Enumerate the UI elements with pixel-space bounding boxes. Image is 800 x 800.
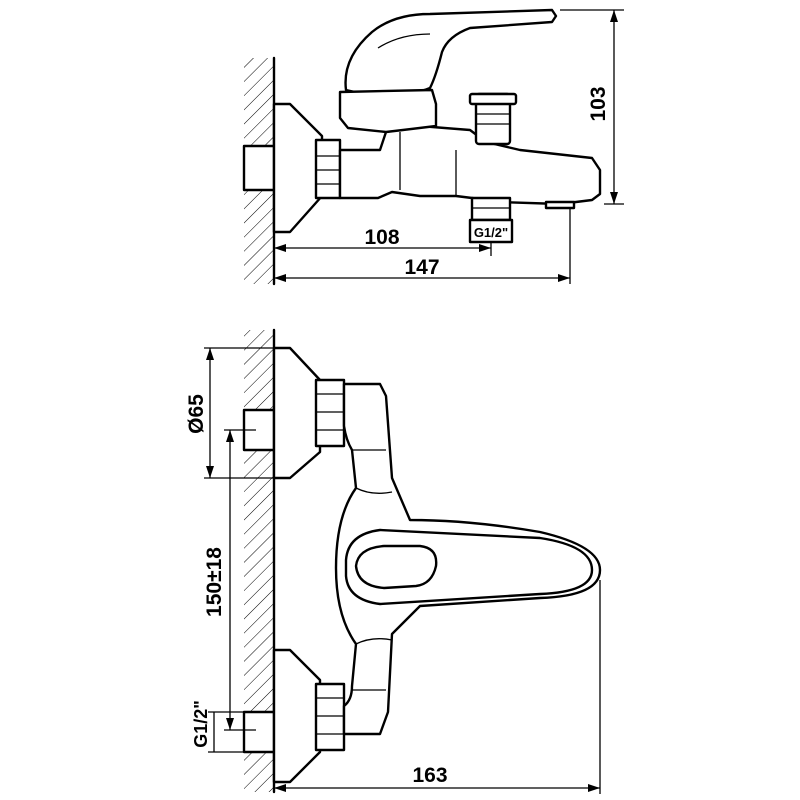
front-view-lower-flange bbox=[272, 648, 322, 784]
front-view: Ø65 150±18 G1/2" 163 bbox=[185, 328, 602, 794]
svg-text:147: 147 bbox=[404, 256, 439, 279]
front-view-upper-flange bbox=[272, 346, 322, 480]
front-view-upper-hex-nut bbox=[314, 378, 346, 448]
svg-text:Ø65: Ø65 bbox=[185, 394, 208, 434]
side-view-hex-nut bbox=[314, 138, 342, 200]
svg-text:163: 163 bbox=[412, 764, 447, 787]
dim-depth-108: 108 bbox=[274, 226, 492, 256]
front-view-lower-inlet-stub bbox=[242, 710, 276, 754]
dim-inlet-thread: G1/2" bbox=[191, 700, 244, 753]
dim-height-103: 103 bbox=[560, 9, 624, 205]
svg-text:108: 108 bbox=[364, 226, 399, 249]
dim-projection: 163 bbox=[274, 580, 601, 794]
side-view-spout-tip bbox=[544, 200, 576, 210]
svg-text:150±18: 150±18 bbox=[203, 547, 226, 617]
dim-center-distance: 150±18 bbox=[203, 429, 256, 731]
side-view-lever-handle bbox=[344, 8, 558, 96]
side-view-body bbox=[338, 124, 602, 206]
side-view-diverter-knob bbox=[468, 92, 518, 146]
side-view-cartridge bbox=[338, 88, 438, 134]
side-view: G1/2" 103 108 147 bbox=[242, 8, 624, 286]
dim-flange-diameter: Ø65 bbox=[185, 347, 290, 479]
front-view-lower-hex-nut bbox=[314, 682, 346, 752]
front-view-lever-slot bbox=[354, 544, 438, 590]
side-view-inlet-stub bbox=[242, 144, 276, 192]
svg-text:103: 103 bbox=[587, 86, 610, 121]
svg-text:G1/2": G1/2" bbox=[191, 700, 211, 748]
dim-depth-147: 147 bbox=[274, 208, 571, 284]
side-view-outlet-thread-label: G1/2" bbox=[474, 225, 508, 240]
